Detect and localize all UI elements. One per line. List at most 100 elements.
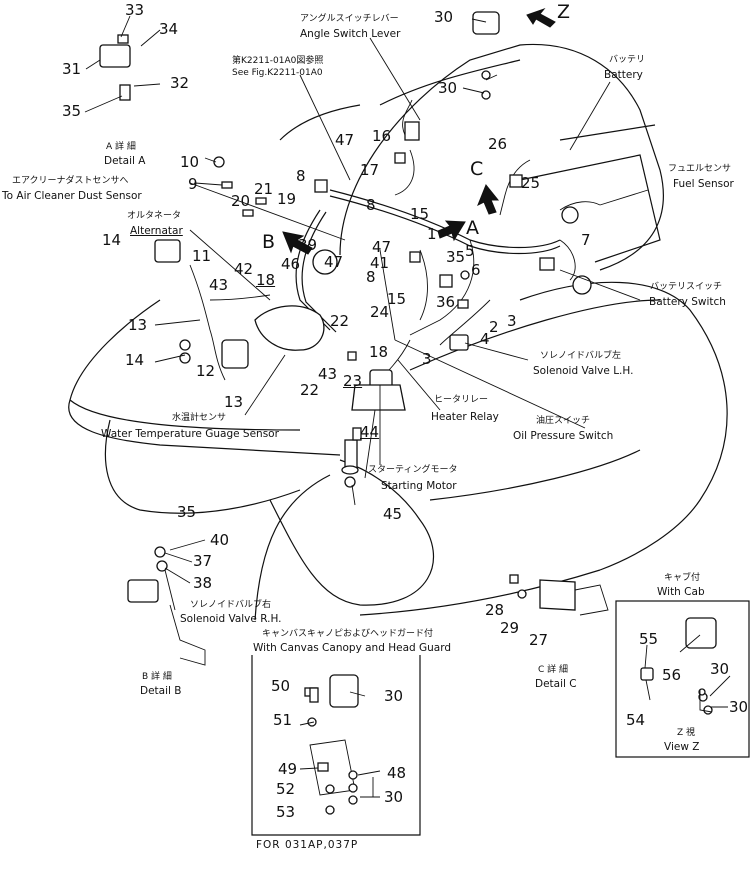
- part-number: 8: [366, 196, 376, 214]
- machine-body-outline: [68, 43, 728, 621]
- part-number: 18: [256, 271, 276, 289]
- starting-motor-label-jp: スターティングモータ: [368, 465, 458, 475]
- heater-relay-label-jp: ヒータリレー: [434, 395, 489, 405]
- part-number: 13: [224, 393, 244, 411]
- angle-switch-lever-label: Angle Switch Lever: [300, 28, 401, 40]
- part-number: 16: [372, 127, 392, 145]
- part-number: 46: [281, 255, 301, 273]
- part-number: 31: [62, 60, 82, 78]
- part-number: 30: [384, 788, 404, 806]
- part-number: 35: [62, 102, 82, 120]
- view-z-frame: [615, 600, 750, 758]
- hardware-details: [154, 70, 713, 815]
- part-number: 30: [434, 8, 454, 26]
- part-number: 47: [335, 131, 355, 149]
- starting-motor-label: Starting Motor: [381, 480, 457, 492]
- solenoid-valve-lh-label-jp: ソレノイドバルブ左: [540, 351, 622, 361]
- part-number: 33: [125, 1, 145, 19]
- part-number: 17: [360, 161, 380, 179]
- part-number: 55: [639, 630, 659, 648]
- detail-b-title-jp: B 詳 細: [142, 672, 172, 682]
- components: [99, 11, 717, 796]
- part-number: 4: [480, 330, 490, 348]
- water-temp-label-jp: 水温計センサ: [172, 413, 227, 423]
- part-number: 54: [626, 711, 646, 729]
- part-number: 10: [180, 153, 200, 171]
- part-number: 11: [192, 247, 212, 265]
- detail-c-title-jp: C 詳 細: [538, 665, 569, 675]
- view-arrows: [282, 7, 556, 255]
- part-number: 5: [465, 242, 475, 260]
- battery-label: Battery: [604, 69, 643, 81]
- part-number: 14: [125, 351, 145, 369]
- detail-c-title: Detail C: [535, 678, 577, 690]
- part-number: 47: [324, 253, 344, 271]
- part-number: 9: [188, 175, 198, 193]
- part-number: 30: [710, 660, 730, 678]
- part-number: 7: [581, 231, 591, 249]
- footer-model-note: FOR 031AP,037P: [256, 839, 359, 851]
- canvas-canopy-label-jp: キャンバスキャノピおよびヘッドガード付: [262, 629, 434, 639]
- view-z-title-jp: Z 視: [677, 728, 696, 738]
- part-number: 15: [410, 205, 430, 223]
- part-number: 49: [278, 760, 298, 778]
- battery-switch-label-jp: バッテリスイッチ: [650, 282, 723, 292]
- part-number: 34: [159, 20, 179, 38]
- battery-switch-label: Battery Switch: [649, 296, 726, 308]
- detail-b-title: Detail B: [140, 685, 182, 697]
- part-number: 53: [276, 803, 296, 821]
- part-number: 8: [296, 167, 306, 185]
- view-b-marker: B: [262, 231, 276, 253]
- see-fig-label-jp: 第K2211-01A0図参照: [232, 56, 324, 66]
- solenoid-valve-rh-label-jp: ソレノイドバルブ右: [190, 600, 272, 610]
- part-number: 40: [210, 531, 230, 549]
- solenoid-valve-lh-label: Solenoid Valve L.H.: [533, 365, 634, 377]
- part-number: 30: [384, 687, 404, 705]
- part-number: 30: [438, 79, 458, 97]
- part-number: 44: [360, 423, 380, 441]
- part-number: 50: [271, 677, 291, 695]
- part-number: 19: [277, 190, 297, 208]
- part-number: 42: [234, 260, 254, 278]
- part-number: 39: [298, 236, 318, 254]
- view-c-marker: C: [470, 158, 484, 180]
- part-number: 2: [489, 318, 499, 336]
- part-number: 48: [387, 764, 407, 782]
- fuel-sensor-label: Fuel Sensor: [673, 178, 734, 190]
- part-number: 25: [521, 174, 541, 192]
- part-number: 52: [276, 780, 296, 798]
- view-a-marker: A: [466, 217, 479, 239]
- with-cab-label: With Cab: [657, 586, 705, 598]
- part-number: 15: [387, 290, 407, 308]
- part-number: 51: [273, 711, 293, 729]
- part-number: 56: [662, 666, 682, 684]
- fuel-sensor-label-jp: フュエルセンサ: [668, 164, 732, 174]
- see-fig-label: See Fig.K2211-01A0: [232, 68, 323, 78]
- part-number: 26: [488, 135, 508, 153]
- part-number: 21: [254, 180, 274, 198]
- part-number: 22: [330, 312, 350, 330]
- leader-lines: [84, 15, 731, 798]
- oil-pressure-label: Oil Pressure Switch: [513, 430, 614, 442]
- canopy-frame: [251, 655, 421, 836]
- part-number: 27: [529, 631, 549, 649]
- part-number: 30: [729, 698, 749, 716]
- angle-switch-lever-label-jp: アングルスイッチレバー: [300, 14, 399, 24]
- part-number: 3: [507, 312, 517, 330]
- part-number: 35: [177, 503, 197, 521]
- part-number: 38: [193, 574, 213, 592]
- part-number: 28: [485, 601, 505, 619]
- part-number: 47: [372, 238, 392, 256]
- solenoid-valve-rh-label: Solenoid Valve R.H.: [180, 613, 282, 625]
- alternator-label: Alternatar: [130, 225, 183, 237]
- part-number: 36: [436, 293, 456, 311]
- part-number: 20: [231, 192, 251, 210]
- heater-relay-label: Heater Relay: [431, 411, 499, 423]
- part-number: 18: [369, 343, 389, 361]
- part-number: 23: [343, 372, 363, 390]
- battery-label-jp: バッテリ: [609, 55, 646, 65]
- part-number: 45: [383, 505, 403, 523]
- canvas-canopy-label: With Canvas Canopy and Head Guard: [253, 642, 452, 654]
